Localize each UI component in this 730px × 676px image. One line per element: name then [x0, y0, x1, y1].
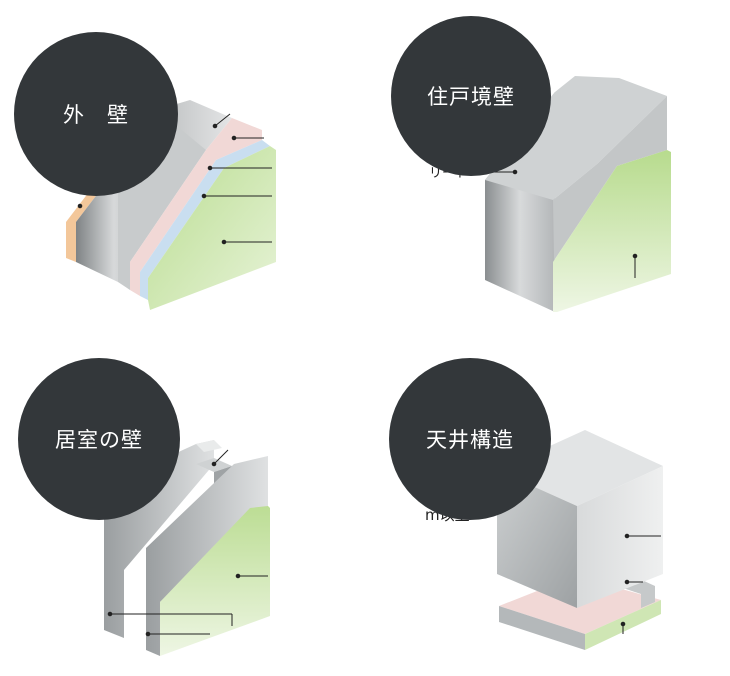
panel-ceiling: ※ m以上 天井構造 — [365, 338, 730, 676]
outer-wall-board — [148, 146, 276, 310]
ceiling-board-front — [499, 606, 585, 650]
room-wall-title: 居室の壁 — [55, 428, 143, 452]
party-wall-board — [553, 150, 671, 312]
ceiling-slab-side — [577, 466, 663, 608]
ceiling-title: 天井構造 — [426, 428, 514, 452]
ceiling-slab-top — [497, 430, 663, 506]
room-wall-back-edge — [196, 440, 222, 452]
ceiling-diagram — [481, 430, 663, 650]
ceiling-title-badge: 天井構造 — [389, 358, 551, 520]
panel-outer-wall: 外 壁 — [0, 0, 365, 338]
outer-wall-outer-finish — [66, 112, 160, 262]
room-wall-board — [160, 506, 270, 656]
party-wall-title-badge: 住戸境壁 — [391, 16, 551, 176]
outer-wall-title-badge: 外 壁 — [14, 32, 178, 196]
party-wall-diagram — [485, 76, 671, 312]
party-wall-title: 住戸境壁 — [427, 85, 515, 109]
outer-wall-diagram — [66, 100, 276, 310]
party-wall-concrete-front — [553, 96, 667, 312]
party-wall-concrete-top — [485, 76, 667, 200]
room-wall-title-badge: 居室の壁 — [18, 358, 180, 520]
panel-room-wall: 居室の壁 — [0, 338, 365, 676]
outer-wall-insulation-pink — [130, 118, 262, 296]
panel-party-wall: リート 住戸境壁 — [365, 0, 730, 338]
outer-wall-title: 外 壁 — [63, 103, 129, 127]
